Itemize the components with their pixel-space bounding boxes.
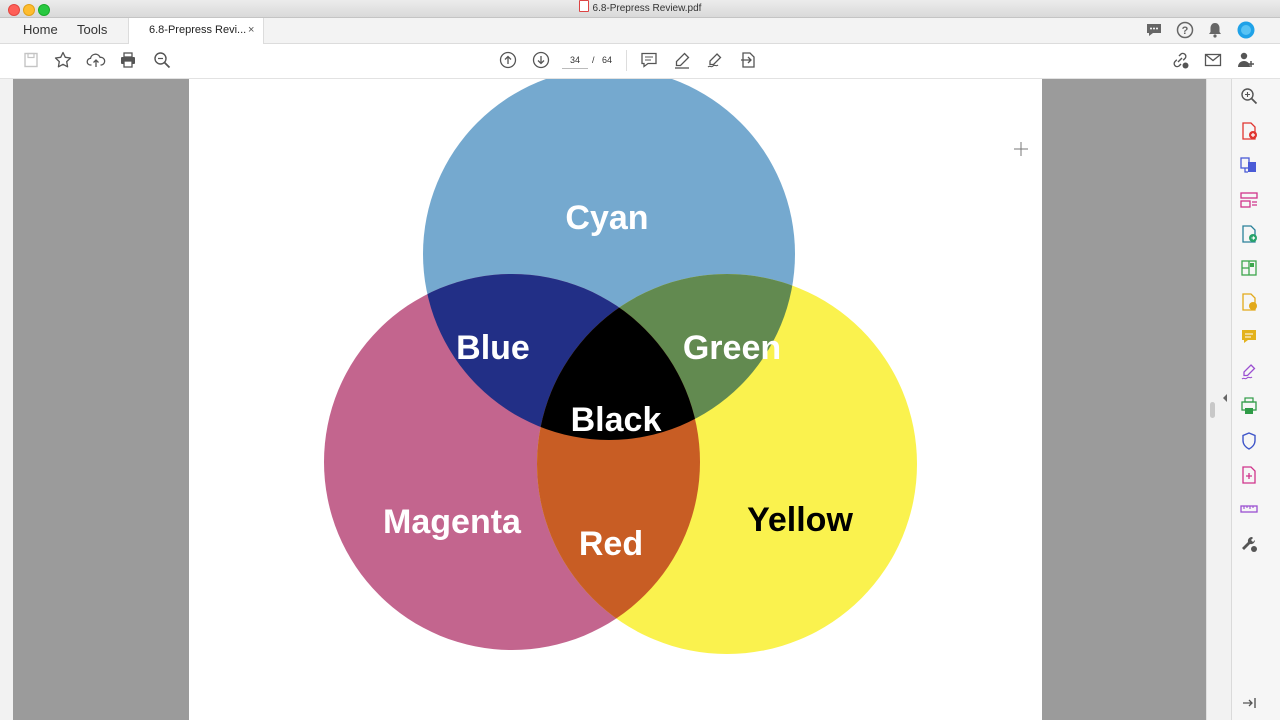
close-window-button[interactable] <box>8 4 20 16</box>
crosshair-cursor-icon <box>1014 142 1028 156</box>
zoom-icon[interactable] <box>152 50 172 70</box>
fill-sign-tool-icon[interactable] <box>1239 362 1259 382</box>
cmyk-venn-diagram: Cyan Blue Green Black Magenta Red Yellow <box>324 68 1028 654</box>
left-panel-collapsed <box>0 79 13 720</box>
fill-sign-icon[interactable] <box>705 50 725 70</box>
more-tools-wrench-icon[interactable] <box>1239 534 1259 554</box>
scrollbar-thumb[interactable] <box>1210 402 1215 418</box>
tab-document[interactable]: 6.8-Prepress Revi... × <box>128 18 264 44</box>
bookmark-star-icon[interactable] <box>53 50 73 70</box>
comment-icon[interactable] <box>639 50 659 70</box>
page-number-input[interactable] <box>562 52 588 69</box>
upload-cloud-icon[interactable] <box>86 50 106 70</box>
label-yellow: Yellow <box>747 501 853 539</box>
vertical-scrollbar[interactable] <box>1206 79 1219 720</box>
close-tab-button[interactable]: × <box>248 24 255 36</box>
create-pdf-icon[interactable] <box>1239 121 1259 141</box>
more-tools-icon[interactable] <box>738 50 758 70</box>
window-title-text: 6.8-Prepress Review.pdf <box>592 3 702 14</box>
page-count: 64 <box>602 55 613 65</box>
send-for-signature-icon[interactable] <box>1239 396 1259 416</box>
print-icon[interactable] <box>118 50 138 70</box>
venn-overlap-black <box>537 274 700 440</box>
zoom-window-button[interactable] <box>38 4 50 16</box>
chat-icon[interactable] <box>1144 20 1164 40</box>
label-red: Red <box>579 525 643 563</box>
svg-text:?: ? <box>1182 25 1189 37</box>
search-zoom-icon[interactable] <box>1239 86 1259 106</box>
combine-files-icon[interactable] <box>1239 155 1259 175</box>
edit-pdf-icon[interactable] <box>1239 258 1259 278</box>
notifications-bell-icon[interactable] <box>1205 20 1225 40</box>
organize-pages-icon[interactable] <box>1239 190 1259 210</box>
page-total: / 64 <box>592 55 612 65</box>
collapse-right-pane-icon[interactable] <box>1221 393 1229 403</box>
pdf-file-icon <box>578 0 589 12</box>
tab-home[interactable]: Home <box>23 22 58 37</box>
label-black: Black <box>571 401 662 439</box>
email-icon[interactable] <box>1203 50 1223 70</box>
add-user-icon[interactable] <box>1236 50 1256 70</box>
measure-icon[interactable] <box>1239 499 1259 519</box>
pdf-page: Cyan Blue Green Black Magenta Red Yellow <box>189 68 1042 720</box>
tab-document-label: 6.8-Prepress Revi... <box>149 24 247 36</box>
user-avatar-icon[interactable] <box>1236 20 1256 40</box>
page-down-icon[interactable] <box>531 50 551 70</box>
enhance-scans-icon[interactable] <box>1239 292 1259 312</box>
toolbar-divider <box>626 50 627 71</box>
window-title: 6.8-Prepress Review.pdf <box>0 0 1280 17</box>
export-pdf-icon[interactable] <box>1239 224 1259 244</box>
protect-icon[interactable] <box>1239 431 1259 451</box>
label-magenta: Magenta <box>383 503 522 541</box>
share-link-icon[interactable] <box>1170 50 1190 70</box>
right-tools-pane <box>1231 79 1280 720</box>
collapse-tools-pane-icon[interactable] <box>1239 693 1259 713</box>
minimize-window-button[interactable] <box>23 4 35 16</box>
rich-media-icon[interactable] <box>1239 465 1259 485</box>
comment-tool-icon[interactable] <box>1239 327 1259 347</box>
highlight-pen-icon[interactable] <box>672 50 692 70</box>
window-title-bar <box>0 0 1280 18</box>
save-icon[interactable] <box>21 50 41 70</box>
label-cyan: Cyan <box>565 199 648 237</box>
label-blue: Blue <box>456 329 530 367</box>
page-up-icon[interactable] <box>498 50 518 70</box>
page-separator: / <box>592 55 595 65</box>
label-green: Green <box>683 329 781 367</box>
tab-tools[interactable]: Tools <box>77 22 108 37</box>
help-icon[interactable]: ? <box>1175 20 1195 40</box>
